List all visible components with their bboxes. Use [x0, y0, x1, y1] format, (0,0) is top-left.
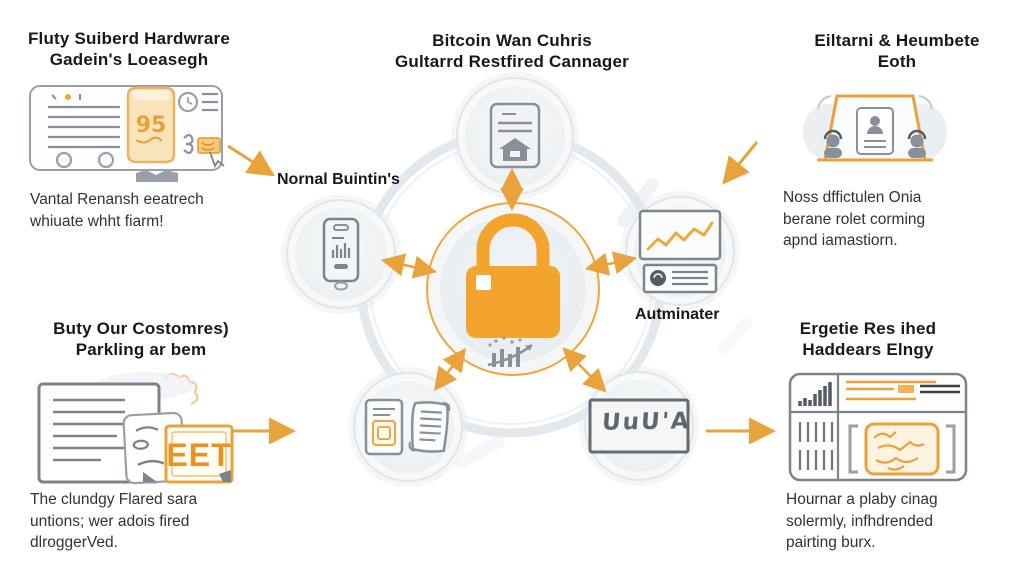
- growth-chart-icon: [487, 336, 533, 367]
- body-line: Noss dffictulen Onia: [783, 189, 922, 206]
- heading-line: Gadein's Loeasegh: [49, 50, 209, 69]
- body-line: untions; wer adois fired: [30, 512, 190, 530]
- padlock-icon: [466, 213, 560, 367]
- market-chart-icon: [638, 209, 722, 294]
- top-left-body: Vantal Renansh eeatrech whiuate whht fia…: [30, 189, 280, 232]
- support-laptop-illustration: [803, 94, 947, 162]
- heading-line: Fluty Suiberd Hardwrare: [27, 29, 231, 48]
- property-document-icon: [489, 102, 541, 169]
- heading-line: Gultarrd Restfired Cannager: [394, 52, 629, 71]
- top-right-body: Noss dffictulen Onia berane rolet cormin…: [783, 187, 1018, 252]
- satellite-circle-top: [456, 77, 574, 195]
- node-label-left: Nornal Buintin's: [277, 171, 400, 188]
- ledger-panel-illustration: [788, 372, 968, 482]
- smartphone-stats-icon: [322, 217, 360, 291]
- agent-headset-icon: [907, 129, 927, 158]
- heading-line: Ergetie Res ihed: [799, 319, 937, 338]
- agent-headset-icon: [823, 129, 843, 158]
- clock-icon: [177, 91, 199, 113]
- heading-line: Buty Our Costomres): [53, 319, 229, 338]
- documents-icon: [364, 398, 451, 456]
- bar-chart-icon: [798, 382, 832, 406]
- body-line: pairting burx.: [786, 534, 876, 551]
- jar-icon: [126, 86, 176, 164]
- node-label-right: Autminater: [635, 306, 720, 323]
- top-right-heading: Eiltarni & Heumbete Eoth: [767, 30, 1024, 72]
- heading-line: Eiltarni & Heumbete: [814, 31, 980, 50]
- scroll-document-icon: [408, 401, 451, 453]
- eet-box: [164, 424, 234, 484]
- satellite-circle-right: [625, 196, 735, 306]
- body-line: solermly, infhdrended: [786, 512, 934, 530]
- heading-line: Bitcoin Wan Cuhris: [432, 31, 592, 50]
- heading-line: Parkling ar bem: [75, 340, 207, 359]
- center-hub-circle: [426, 202, 600, 376]
- satellite-circle-bottom-left: [353, 372, 463, 482]
- section-mark-icon: [183, 133, 194, 155]
- globe-icon: [650, 270, 666, 286]
- stamp-scribble: [873, 431, 925, 471]
- jar-scribble-text: 95: [136, 113, 167, 138]
- bottom-right-heading: Ergetie Res ihed Haddears Elngy: [748, 318, 988, 360]
- satellite-circle-left: [286, 199, 396, 309]
- heading-line: Eoth: [877, 52, 917, 71]
- body-line: berane rolet corming: [783, 210, 926, 228]
- eet-text: EET: [166, 437, 231, 473]
- signature-scribble: UuU'A: [601, 408, 692, 436]
- tally-marks-icon: [798, 422, 834, 470]
- top-left-heading: Fluty Suiberd Hardwrare Gadein's Loeaseg…: [3, 28, 255, 70]
- body-line: Hournar a plaby cinag: [786, 491, 938, 508]
- contract-eet-illustration: EET: [37, 372, 234, 485]
- body-line: apnd iamastiorn.: [783, 232, 898, 249]
- body-line: The clundgy Flared sara: [30, 491, 198, 508]
- body-line: dlroggerVed.: [30, 534, 118, 551]
- cursor-icon: [209, 151, 225, 169]
- satellite-circle-bottom-right: UuU'A: [584, 371, 694, 481]
- body-line: whiuate whht fiarm!: [30, 212, 164, 230]
- bottom-left-heading: Buty Our Costomres) Parkling ar bem: [10, 318, 272, 360]
- bottom-left-body: The clundgy Flared sara untions; wer ado…: [30, 489, 290, 554]
- heading-line: Haddears Elngy: [802, 340, 934, 359]
- body-line: Vantal Renansh eeatrech: [30, 191, 204, 208]
- bottom-right-body: Hournar a plaby cinag solermly, infhdren…: [786, 489, 1024, 554]
- audit-dashboard-illustration: 95: [29, 85, 225, 182]
- top-center-heading: Bitcoin Wan Cuhris Gultarrd Restfired Ca…: [352, 30, 672, 72]
